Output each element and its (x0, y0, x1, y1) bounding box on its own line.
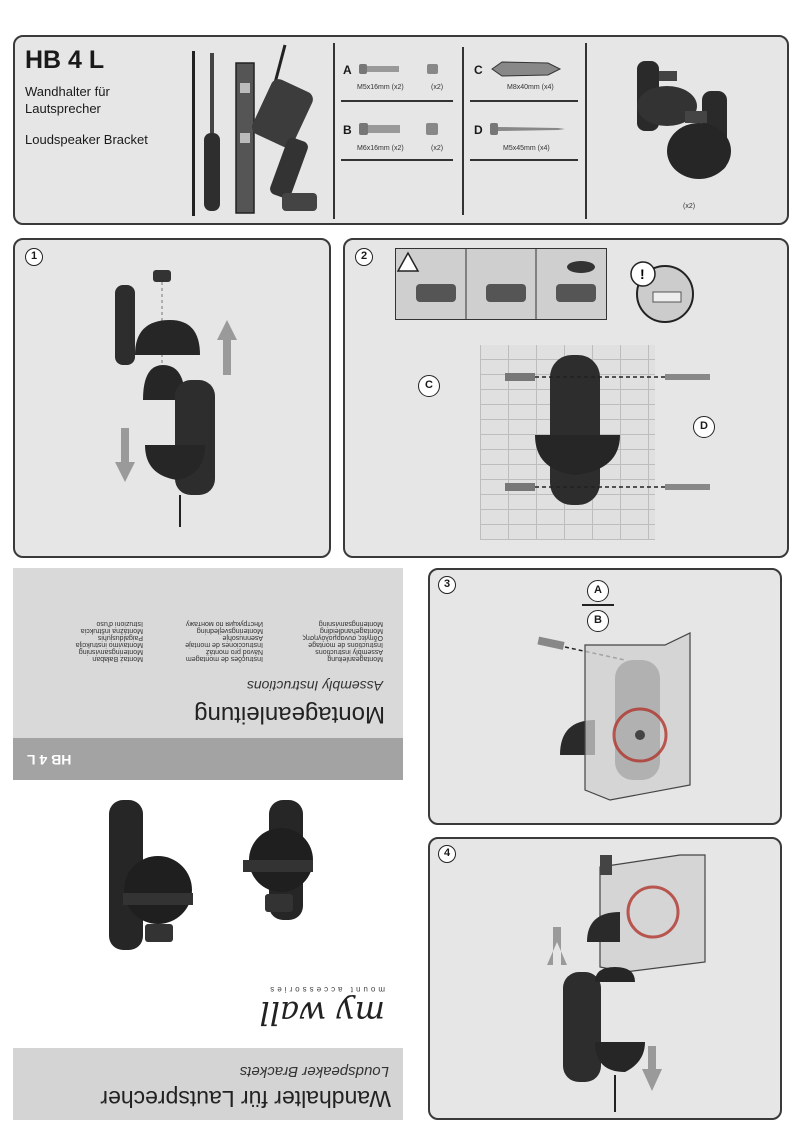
step-3-panel: 3 A B (428, 568, 782, 825)
tools-illustration (190, 43, 325, 218)
callout-d: D (693, 416, 715, 438)
language-item: Instrucciones de montaje (185, 641, 263, 648)
arrow-down-icon (115, 428, 135, 482)
hw-divider-left (341, 100, 453, 102)
language-item: Istruzioni d'uso (96, 620, 143, 627)
language-item: Montavimo instrukcija (75, 641, 143, 648)
step-3-number: 3 (438, 576, 456, 594)
hw-divider-vertical (462, 47, 464, 215)
wall-plug-c-icon (491, 61, 562, 77)
bracket-pair-area: (x2) (585, 43, 785, 219)
language-row: Instructions de montage Instrucciones de… (23, 641, 383, 648)
step-2-panel: 2 ! C D (343, 238, 789, 558)
language-item: Montageanleitung (327, 655, 383, 662)
arrow-down-icon (547, 927, 567, 965)
bracket-qty: (x2) (683, 203, 696, 210)
step-4-number: 4 (438, 845, 456, 863)
hw-divider-right (470, 100, 578, 102)
step-4-illustration (547, 854, 706, 1112)
screw-a-icon (359, 64, 438, 74)
screw-d-icon (490, 123, 565, 135)
title-en: Loudspeaker Bracket (25, 132, 148, 147)
cover-subtitle: Assembly Instructions (246, 678, 383, 694)
arrow-up-icon (642, 1046, 662, 1091)
warning-strip (395, 248, 607, 320)
hw-divider-left2 (341, 159, 453, 161)
hw-letter-b: B (343, 123, 352, 137)
language-item: Montagehandleiding (319, 627, 383, 634)
hw-d-spec: M5x45mm (x4) (503, 145, 550, 152)
hw-letter-c: C (474, 63, 483, 77)
language-item: Asennusohje (222, 634, 263, 641)
drill-icon (252, 44, 317, 211)
language-row: Montagehandleiding Monteringsvejledning … (23, 627, 383, 634)
hw-b-nut-qty: (x2) (431, 145, 444, 152)
step-3-illustration (537, 632, 691, 801)
title-de-line1: Wandhalter für (25, 84, 110, 99)
cover-model-band: HB 4 L (13, 738, 403, 780)
cover-product-title: Wandhalter für Lautsprecher (100, 1086, 391, 1112)
language-item: Instructions de montage (308, 641, 383, 648)
brand-tagline: mount accessories (267, 985, 385, 994)
step-1-illustration (115, 270, 237, 527)
language-row: Assembly instructions Návod pro montáž M… (23, 648, 383, 655)
language-row: Monteringsanvisning Инструкция по монтаж… (23, 620, 383, 627)
language-item: Paigaldusjuhis (97, 634, 143, 641)
step-1-number: 1 (25, 248, 43, 266)
arrow-up-icon (217, 320, 237, 375)
language-list: Montageanleitung Instruções de montagem … (23, 620, 383, 662)
language-item: Monteringsvejledning (196, 627, 263, 634)
language-item: Montážna inštrukcia (80, 627, 143, 634)
language-row: Οδηγίες συναρμολόγησης Asennusohje Paiga… (23, 634, 383, 641)
step-4-panel: 4 (428, 837, 782, 1120)
title-de-line2: Lautsprecher (25, 101, 101, 116)
model-title: HB 4 L (25, 46, 105, 74)
language-item: Assembly instructions (315, 648, 383, 655)
screw-b-icon (359, 123, 438, 135)
cover-title: Montageanleitung (194, 701, 385, 728)
callout-divider (582, 604, 614, 606)
language-item: Инструкция по монтажу (185, 620, 263, 627)
language-item: Montaż Bałaban (92, 655, 143, 662)
cover-info: Montageanleitung Assembly Instructions M… (13, 568, 403, 738)
step-2-number: 2 (355, 248, 373, 266)
hw-c-spec: M8x40mm (x4) (507, 84, 554, 91)
language-item: Monteringsanvisning (78, 648, 143, 655)
language-row: Montageanleitung Instruções de montagem … (23, 655, 383, 662)
hw-divider-right2 (470, 159, 578, 161)
step-1-panel: 1 (13, 238, 331, 558)
cover-brackets-illustration (109, 800, 313, 950)
bracket-pair-illustration (637, 61, 731, 179)
warning-icon (396, 251, 420, 272)
svg-text:!: ! (640, 266, 645, 282)
hw-a-screw-spec: M5x16mm (x2) (357, 84, 404, 91)
brand-logo: my wall mount accessories (259, 985, 385, 1032)
hw-b-screw-spec: M6x16mm (x2) (357, 145, 404, 152)
cover-product-subtitle: Loudspeaker Brackets (239, 1063, 389, 1080)
language-item: Monteringsanvisning (318, 620, 383, 627)
callout-a: A (587, 580, 609, 602)
hw-letter-d: D (474, 123, 483, 137)
level-info-icon: ! (630, 261, 694, 323)
cover-model: HB 4 L (27, 752, 72, 768)
language-item: Instruções de montagem (185, 655, 263, 662)
cover-title-band: Wandhalter für Lautsprecher Loudspeaker … (13, 1048, 403, 1120)
cover-page: Wandhalter für Lautsprecher Loudspeaker … (13, 568, 403, 1120)
brand-name: my wall (259, 994, 385, 1032)
step-2-illustration (505, 355, 710, 505)
hw-letter-a: A (343, 63, 352, 77)
hw-a-nut-qty: (x2) (431, 84, 444, 91)
spirit-level-icon (235, 62, 255, 214)
callout-b: B (587, 610, 609, 632)
callout-c: C (418, 375, 440, 397)
divider-line (192, 51, 195, 216)
language-item: Οδηγίες συναρμολόγησης (302, 634, 383, 641)
language-item: Návod pro montáž (205, 648, 263, 655)
hardware-area: A M5x16mm (x2) (x2) B M6x16mm (x2) (x2) … (333, 43, 583, 219)
header-panel: HB 4 L Wandhalter für Lautsprecher Louds… (13, 35, 789, 225)
screwdriver-icon (204, 53, 220, 211)
